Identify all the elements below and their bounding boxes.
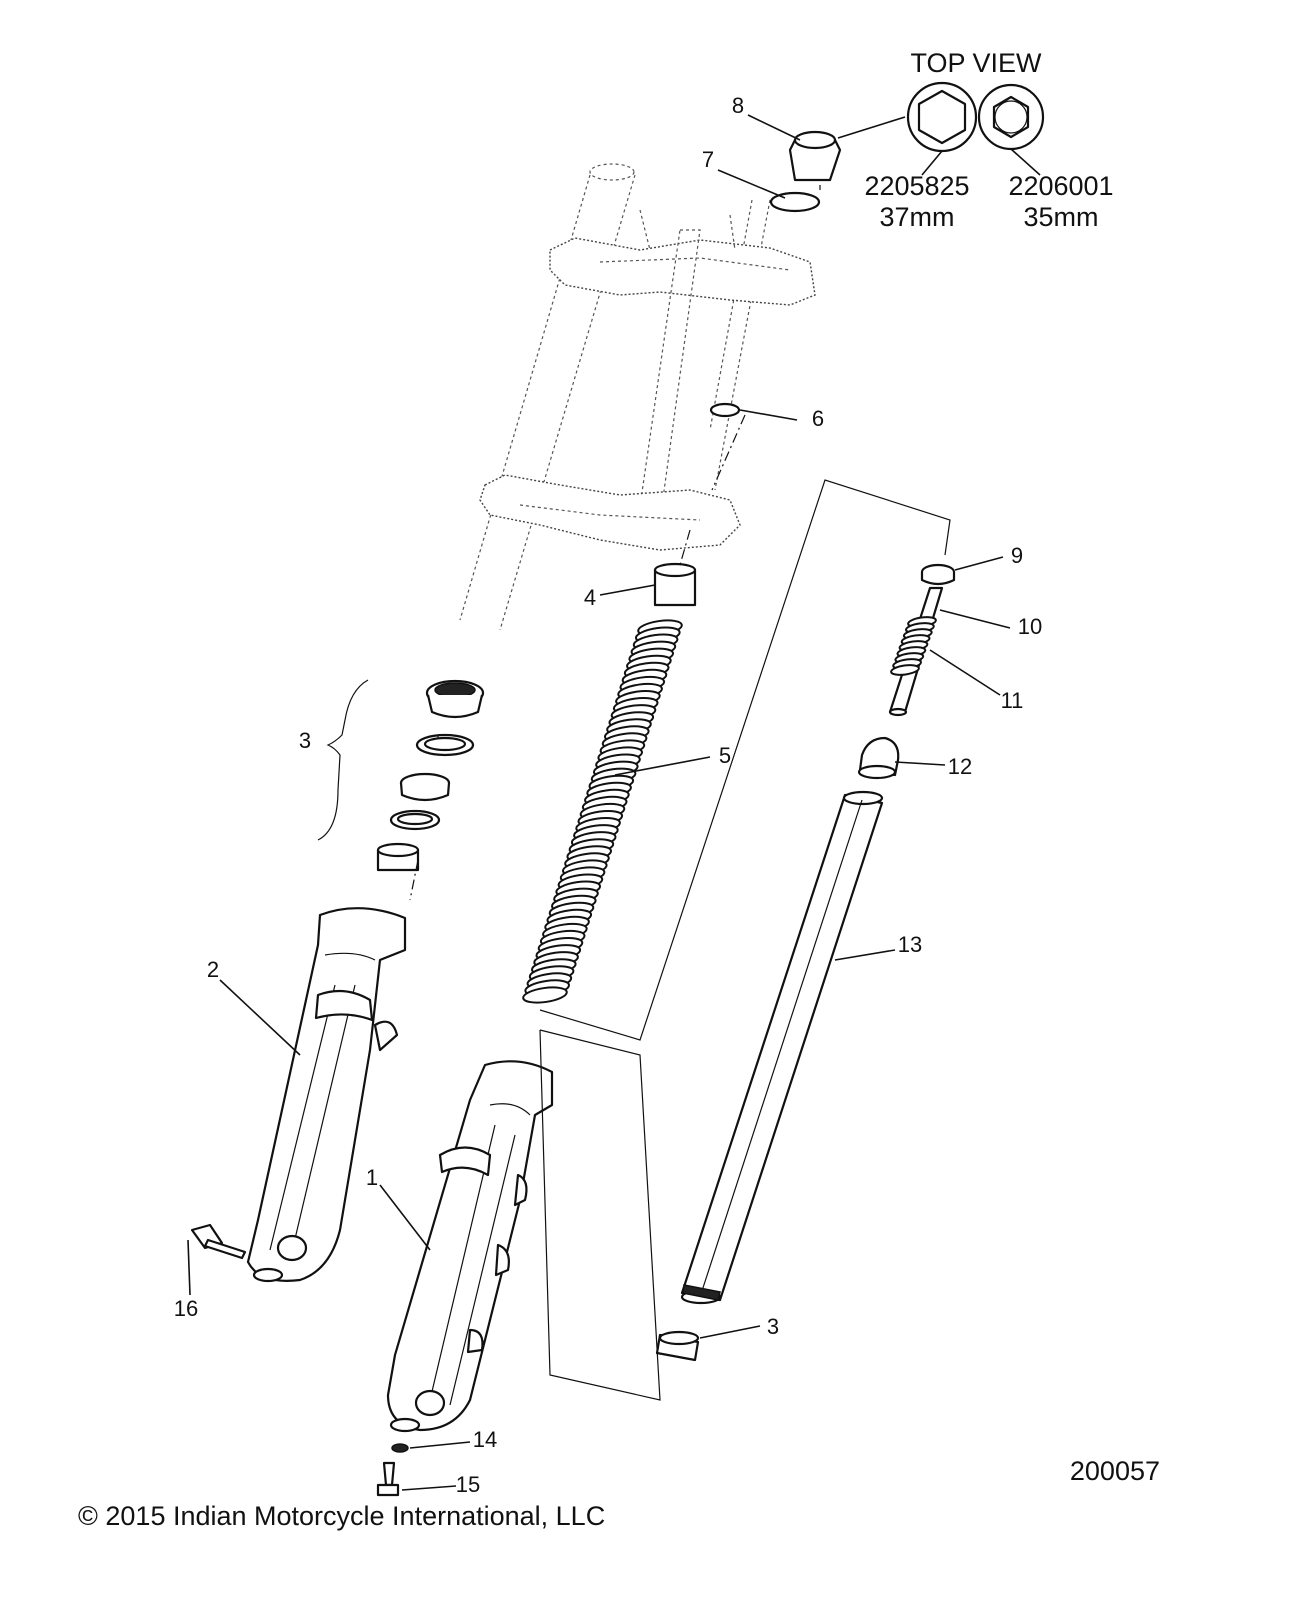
- callout-16: 16: [174, 1296, 198, 1321]
- part-number-37mm: 2205825: [864, 171, 969, 201]
- figure-number: 200057: [1070, 1456, 1160, 1486]
- size-37mm: 37mm: [879, 202, 954, 232]
- callout-2: 2: [207, 957, 219, 982]
- top-view-title: TOP VIEW: [910, 48, 1042, 78]
- callout-8: 8: [732, 93, 744, 118]
- callout-3-seal-kit: 3: [299, 728, 311, 753]
- bolt-15-part: [376, 1461, 400, 1497]
- fork-cap-part: [788, 130, 842, 182]
- top-view-panel: TOP VIEW 2205825 37mm 2206001 35mm: [864, 48, 1113, 232]
- washer-part: [709, 402, 741, 418]
- copyright-notice: © 2015 Indian Motorcycle International, …: [78, 1501, 605, 1531]
- callout-7: 7: [702, 147, 714, 172]
- left-fork-leg-part: [246, 907, 407, 1283]
- callout-14: 14: [473, 1427, 497, 1452]
- fork-spring-part: [522, 619, 683, 1004]
- fork-tube-part: [680, 790, 884, 1305]
- lower-triple-clamp: [479, 474, 741, 551]
- round-cap-icon: [992, 95, 1030, 139]
- seal-kit-parts: [376, 679, 485, 872]
- rebound-spring-part: [890, 616, 937, 676]
- ghost-fork-assembly: [459, 163, 816, 631]
- callout-9: 9: [1011, 543, 1023, 568]
- callout-5: 5: [719, 743, 731, 768]
- cone-stop-part: [857, 736, 900, 780]
- part-number-35mm: 2206001: [1008, 171, 1113, 201]
- callout-6: 6: [812, 406, 824, 431]
- callout-15: 15: [456, 1472, 480, 1497]
- washer-14-part: [391, 1443, 409, 1453]
- callout-12: 12: [948, 754, 972, 779]
- callout-1: 1: [366, 1165, 378, 1190]
- bushing-part: [655, 1330, 700, 1362]
- callout-4: 4: [584, 585, 596, 610]
- bolt-16-part: [190, 1223, 247, 1260]
- assembly-guide-lines: [409, 185, 951, 1401]
- right-fork-leg-part: [386, 1060, 554, 1433]
- hex-cap-icon: [917, 89, 967, 145]
- callout-11: 11: [1001, 688, 1024, 713]
- leader-lines: [187, 114, 1011, 1491]
- size-35mm: 35mm: [1023, 202, 1098, 232]
- callout-13: 13: [898, 932, 922, 957]
- callout-10: 10: [1018, 614, 1042, 639]
- callout-3-bushing: 3: [767, 1314, 779, 1339]
- upper-triple-clamp: [549, 237, 816, 306]
- callout-labels: 8 7 6 4 9 10 11 3 5 12 13 2 1 16 3 14 15: [174, 93, 1042, 1497]
- spacer-part: [653, 562, 697, 607]
